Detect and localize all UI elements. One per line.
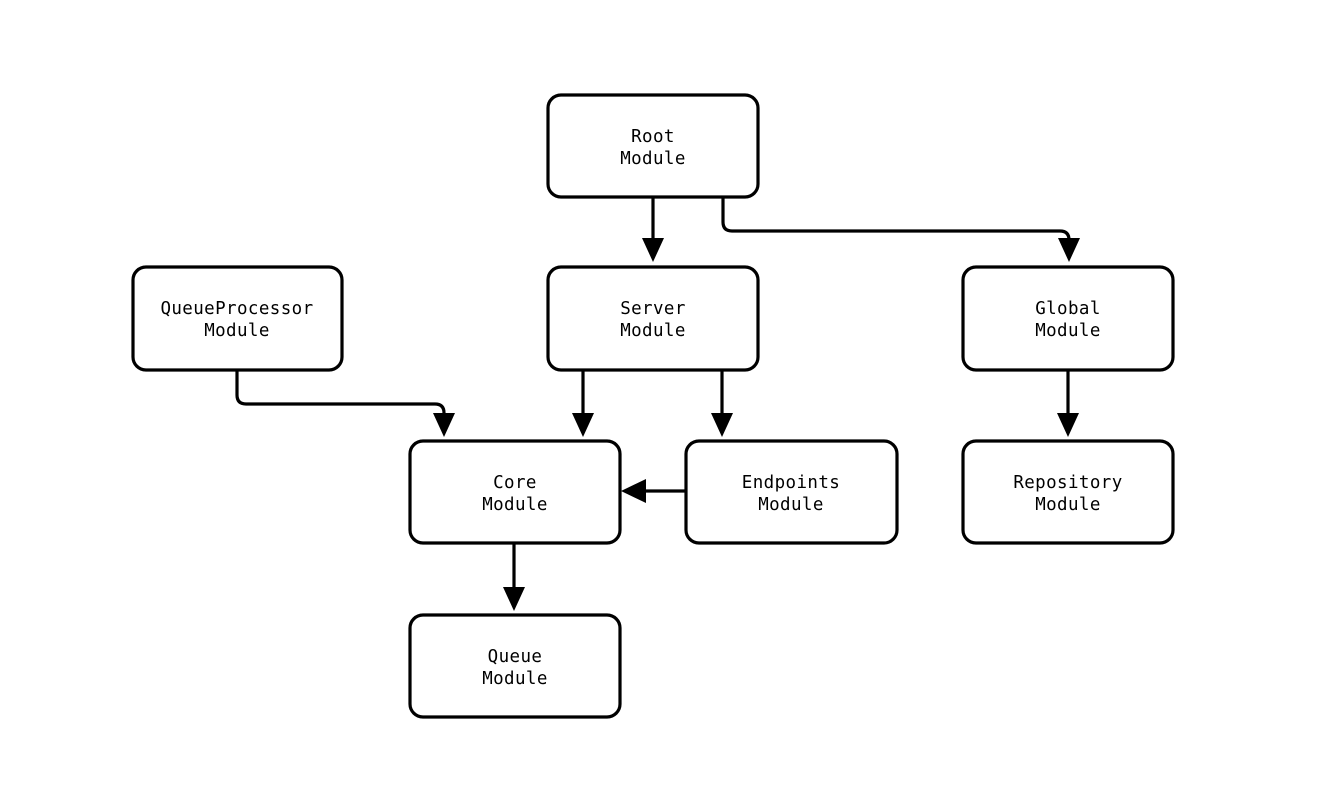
node-queueprocessor-module[interactable]: QueueProcessor Module xyxy=(131,265,344,372)
node-endpoints-module-box[interactable] xyxy=(684,439,899,545)
node-queueprocessor-module-label-line2: Module xyxy=(204,321,270,341)
node-server-module[interactable]: Server Module xyxy=(546,265,760,372)
edge-server-to-core-arrowhead xyxy=(572,413,594,437)
node-global-module-box[interactable] xyxy=(961,265,1175,372)
node-repository-module-label-line2: Module xyxy=(1035,495,1101,515)
edge-core-to-queue xyxy=(503,543,525,611)
node-queue-module-box[interactable] xyxy=(408,613,622,719)
edge-endpoints-to-core xyxy=(621,479,686,503)
node-global-module-label-line1: Global xyxy=(1035,299,1101,319)
edge-core-to-queue-arrowhead xyxy=(503,587,525,611)
edge-root-to-global-arrowhead xyxy=(1058,238,1080,262)
edge-layer xyxy=(235,197,1080,611)
edge-root-to-server xyxy=(642,197,664,262)
edge-queueprocessor-to-core xyxy=(235,370,455,437)
node-endpoints-module-label-line1: Endpoints xyxy=(742,473,840,493)
node-core-module-label-line1: Core xyxy=(493,473,537,493)
edge-root-to-global xyxy=(721,197,1080,262)
node-queue-module-label-line2: Module xyxy=(482,669,548,689)
node-layer: Root Module QueueProcessor Module Server… xyxy=(131,93,1175,719)
node-repository-module-box[interactable] xyxy=(961,439,1175,545)
edge-global-to-repository xyxy=(1057,370,1079,437)
node-global-module[interactable]: Global Module xyxy=(961,265,1175,372)
node-endpoints-module[interactable]: Endpoints Module xyxy=(684,439,899,545)
node-server-module-box[interactable] xyxy=(546,265,760,372)
node-global-module-label-line2: Module xyxy=(1035,321,1101,341)
node-queue-module-label-line1: Queue xyxy=(488,647,543,667)
edge-server-to-core xyxy=(572,370,594,437)
edge-global-to-repository-arrowhead xyxy=(1057,413,1079,437)
node-repository-module[interactable]: Repository Module xyxy=(961,439,1175,545)
node-core-module-label-line2: Module xyxy=(482,495,548,515)
node-root-module[interactable]: Root Module xyxy=(546,93,760,199)
node-server-module-label-line2: Module xyxy=(620,321,686,341)
node-queueprocessor-module-label-line1: QueueProcessor xyxy=(160,299,313,319)
node-server-module-label-line1: Server xyxy=(620,299,686,319)
node-core-module-box[interactable] xyxy=(408,439,622,545)
node-root-module-box[interactable] xyxy=(546,93,760,199)
edge-root-to-server-arrowhead xyxy=(642,238,664,262)
node-endpoints-module-label-line2: Module xyxy=(758,495,824,515)
edge-queueprocessor-to-core-arrowhead xyxy=(433,413,455,437)
edge-server-to-endpoints-arrowhead xyxy=(711,413,733,437)
node-queueprocessor-module-box[interactable] xyxy=(131,265,344,372)
edge-endpoints-to-core-arrowhead xyxy=(621,479,646,503)
node-queue-module[interactable]: Queue Module xyxy=(408,613,622,719)
node-core-module[interactable]: Core Module xyxy=(408,439,622,545)
node-root-module-label-line2: Module xyxy=(620,149,686,169)
node-repository-module-label-line1: Repository xyxy=(1013,473,1122,493)
node-root-module-label-line1: Root xyxy=(631,127,675,147)
edge-server-to-endpoints xyxy=(711,370,733,437)
edge-queueprocessor-to-core-line xyxy=(235,370,446,418)
edge-root-to-global-line xyxy=(721,197,1071,244)
